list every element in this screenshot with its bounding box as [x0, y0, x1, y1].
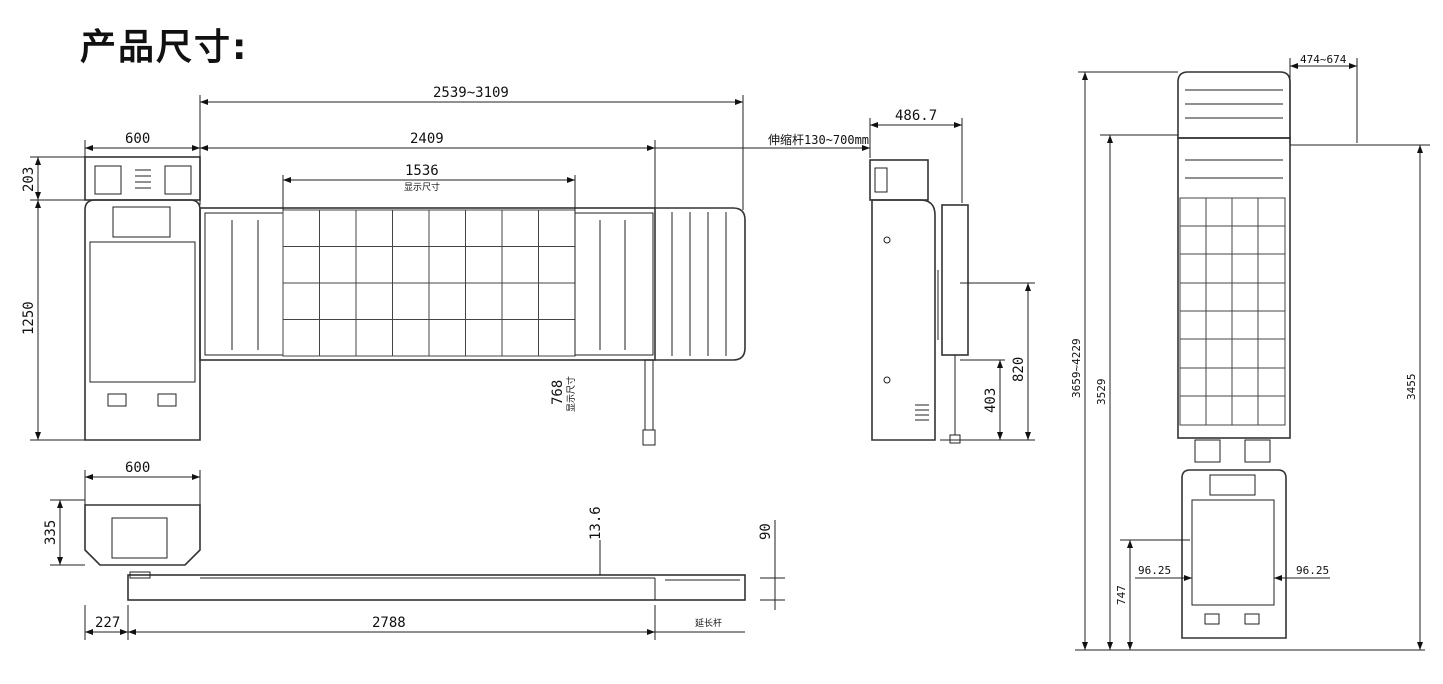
- dim-total-height: 3659~4229: [1070, 338, 1083, 398]
- telescopic-label: 伸缩杆130~700mm: [768, 132, 869, 147]
- dim-display-height: 768: [550, 380, 566, 405]
- dim-747: 747: [1115, 585, 1128, 605]
- top-view: [84, 504, 746, 601]
- dim-cabinet-width: 600: [125, 131, 150, 147]
- side-view: [869, 159, 969, 444]
- dim-beam-length: 2409: [410, 131, 444, 147]
- page-title: 产品尺寸:: [80, 27, 249, 68]
- dim-403: 403: [983, 388, 999, 413]
- rear-view: [1177, 71, 1350, 639]
- dim-margin-right: 96.25: [1296, 564, 1329, 577]
- dim-depth: 486.7: [895, 108, 937, 124]
- front-view-dimensions: 2539~3109 600 2409 1536 显示尺寸 203 1250 76…: [21, 85, 871, 441]
- dim-arm-range: 474~674: [1300, 53, 1347, 66]
- dim-3529: 3529: [1095, 379, 1108, 406]
- display-height-label: 显示尺寸: [565, 376, 577, 412]
- dim-820: 820: [1011, 357, 1027, 382]
- side-view-dimensions: 486.7 820 403: [869, 108, 1035, 441]
- dim-3455: 3455: [1405, 374, 1418, 401]
- dim-beam-thickness: 13.6: [588, 506, 604, 540]
- front-view: [84, 156, 746, 446]
- dim-top-cabinet-width: 600: [125, 460, 150, 476]
- dim-cabinet-depth: 335: [43, 520, 59, 545]
- dim-offset: 227: [95, 615, 120, 631]
- dim-display-width: 1536: [405, 163, 439, 179]
- dim-top-height: 203: [21, 167, 37, 192]
- dim-cabinet-height: 1250: [21, 301, 37, 335]
- dim-bar-length: 2788: [372, 615, 406, 631]
- display-size-label: 显示尺寸: [404, 181, 440, 193]
- top-view-dimensions: 600 335 13.6 90 227 2788 延长杆: [43, 460, 785, 640]
- extension-label: 延长杆: [695, 617, 722, 629]
- rear-view-dimensions: 474~674 3659~4229 3529 3455 747 96.25 96…: [1070, 53, 1430, 651]
- dim-overall-length: 2539~3109: [433, 85, 509, 101]
- dim-bar-height: 90: [758, 523, 774, 540]
- dim-margin-left: 96.25: [1138, 564, 1171, 577]
